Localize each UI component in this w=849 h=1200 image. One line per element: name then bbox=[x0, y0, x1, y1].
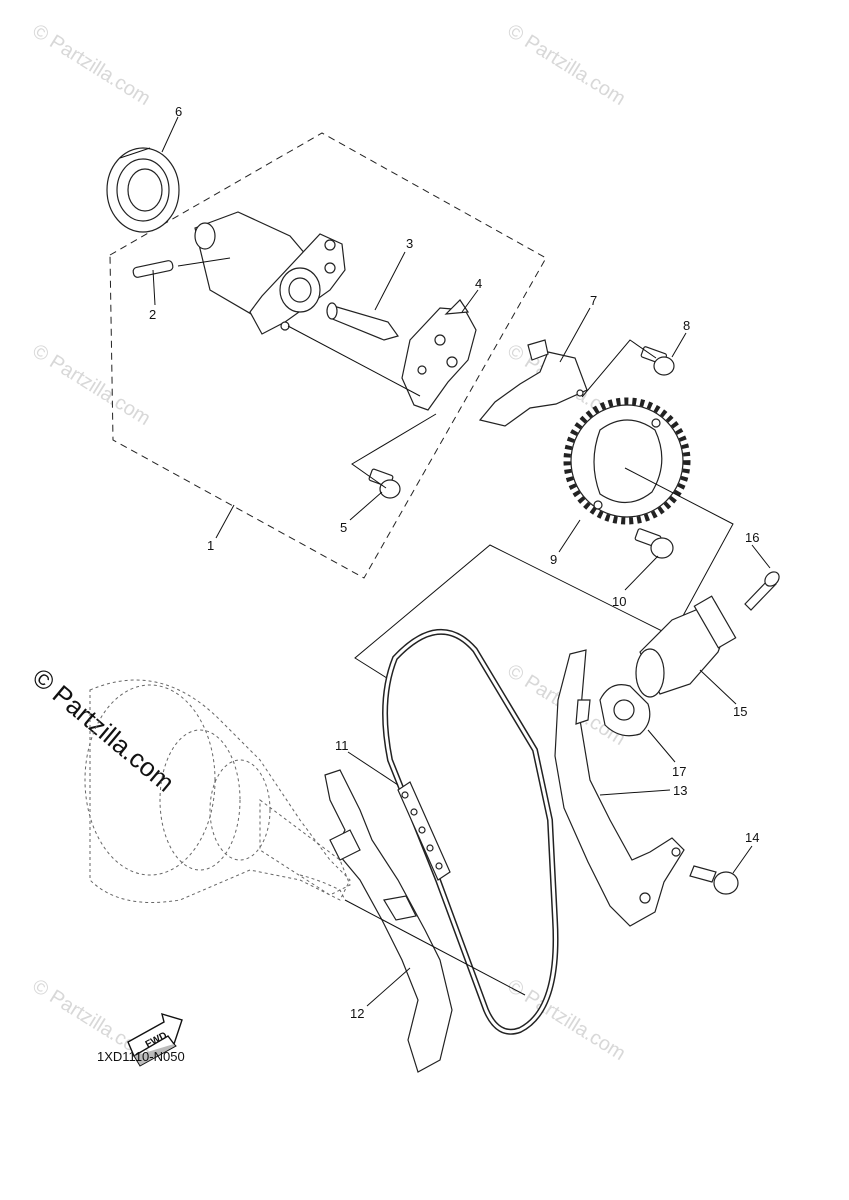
callout-16[interactable]: 16 bbox=[745, 530, 759, 545]
dowel-pin-part[interactable] bbox=[132, 260, 174, 278]
callout-labels: 6 2 3 4 5 7 8 9 10 1 11 12 13 14 15 16 1… bbox=[149, 104, 759, 1021]
decompression-plate-part[interactable] bbox=[287, 299, 477, 411]
sprocket-leader bbox=[354, 467, 734, 681]
bearing-part[interactable] bbox=[106, 147, 180, 233]
callout-13[interactable]: 13 bbox=[673, 783, 687, 798]
bolt-part-14[interactable] bbox=[689, 865, 739, 895]
chain-guide-part[interactable] bbox=[324, 769, 453, 1073]
callout-4[interactable]: 4 bbox=[475, 276, 482, 291]
callout-12[interactable]: 12 bbox=[350, 1006, 364, 1021]
callout-3[interactable]: 3 bbox=[406, 236, 413, 251]
chain-tensioner-part[interactable] bbox=[635, 595, 737, 698]
cam-sprocket-part[interactable] bbox=[563, 397, 691, 525]
callout-leaders bbox=[152, 116, 771, 1007]
bolt-part-10[interactable] bbox=[634, 528, 674, 559]
fwd-arrow-icon: FWD bbox=[127, 1012, 183, 1067]
tensioner-gasket-part[interactable] bbox=[599, 684, 651, 737]
callout-1[interactable]: 1 bbox=[207, 538, 214, 553]
callout-14[interactable]: 14 bbox=[745, 830, 759, 845]
tensioner-guide-part[interactable] bbox=[554, 649, 685, 927]
chain-segment-part[interactable] bbox=[397, 781, 451, 881]
guide-bracket-part[interactable] bbox=[478, 339, 588, 427]
callout-10[interactable]: 10 bbox=[612, 594, 626, 609]
callout-11[interactable]: 11 bbox=[335, 738, 349, 753]
callout-6[interactable]: 6 bbox=[175, 104, 182, 119]
camshaft-assembly-boundary bbox=[109, 132, 547, 579]
timing-chain-part[interactable] bbox=[382, 628, 559, 1035]
crankshaft-ghost bbox=[84, 679, 526, 996]
callout-17[interactable]: 17 bbox=[672, 764, 686, 779]
decompression-rod-part[interactable] bbox=[326, 302, 399, 341]
callout-2[interactable]: 2 bbox=[149, 307, 156, 322]
bolt-part-16[interactable] bbox=[744, 569, 782, 611]
callout-15[interactable]: 15 bbox=[733, 704, 747, 719]
bolt-part-8[interactable] bbox=[581, 339, 675, 398]
diagram-code: 1XD1110-N050 bbox=[97, 1049, 185, 1064]
camshaft-part[interactable] bbox=[177, 211, 346, 335]
callout-9[interactable]: 9 bbox=[550, 552, 557, 567]
callout-8[interactable]: 8 bbox=[683, 318, 690, 333]
callout-5[interactable]: 5 bbox=[340, 520, 347, 535]
bolt-part-5[interactable] bbox=[351, 413, 437, 499]
callout-7[interactable]: 7 bbox=[590, 293, 597, 308]
